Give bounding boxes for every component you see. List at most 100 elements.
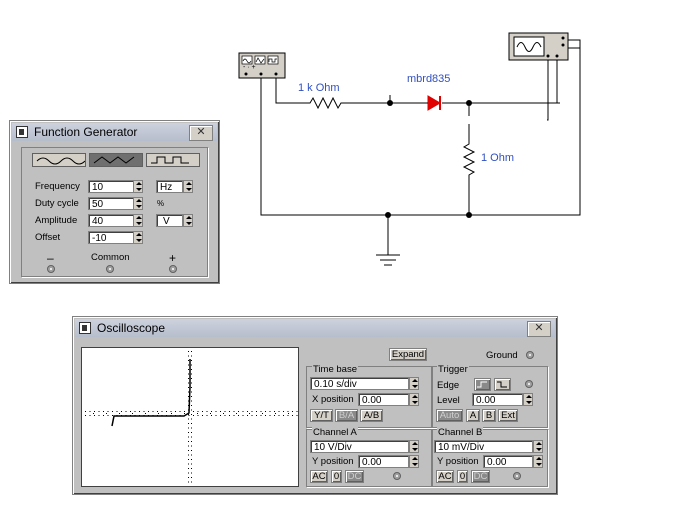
resistor-1ohm-label: 1 Ohm bbox=[481, 152, 515, 164]
amplitude-unit-select[interactable]: V bbox=[156, 214, 183, 227]
trigger-title: Trigger bbox=[437, 364, 469, 375]
level-input[interactable]: 0.00 bbox=[472, 393, 523, 406]
square-wave-button[interactable] bbox=[146, 153, 200, 167]
edge-label: Edge bbox=[437, 380, 460, 391]
duty-cycle-label: Duty cycle bbox=[35, 198, 79, 209]
function-generator-icon bbox=[238, 52, 286, 79]
square-wave-icon bbox=[151, 156, 189, 164]
minus-terminal-label: – bbox=[47, 251, 54, 265]
channel-b-terminal[interactable] bbox=[513, 472, 521, 480]
channel-b-y-position-label: Y position bbox=[437, 456, 479, 467]
close-button[interactable]: ✕ bbox=[527, 321, 551, 337]
ground-terminal[interactable] bbox=[526, 351, 534, 359]
function-generator-panel bbox=[21, 147, 208, 277]
channel-b-title: Channel B bbox=[437, 427, 484, 438]
close-button[interactable]: ✕ bbox=[189, 125, 213, 141]
duty-cycle-spinner[interactable] bbox=[133, 197, 143, 210]
diode-label: mbrd835 bbox=[407, 73, 451, 85]
ba-mode-button[interactable]: B/A bbox=[335, 409, 358, 422]
falling-edge-button[interactable] bbox=[494, 378, 511, 391]
plus-terminal-label: + bbox=[169, 251, 177, 265]
channel-b-y-position-spinner[interactable] bbox=[533, 455, 543, 468]
channel-b-scale-input[interactable]: 10 mV/Div bbox=[434, 440, 533, 453]
resistor-1k bbox=[305, 96, 346, 110]
channel-b-y-position-input[interactable]: 0.00 bbox=[483, 455, 533, 468]
channel-a-zero-button[interactable]: 0 bbox=[331, 470, 342, 483]
x-position-spinner[interactable] bbox=[409, 393, 419, 406]
falling-edge-icon bbox=[497, 381, 507, 388]
trace-line bbox=[111, 359, 191, 427]
trigger-a-button[interactable]: A bbox=[466, 409, 480, 422]
channel-b-zero-button[interactable]: 0 bbox=[457, 470, 468, 483]
frequency-unit-select[interactable]: Hz bbox=[156, 180, 183, 193]
function-generator-titlebar[interactable]: Function Generator ✕ bbox=[12, 123, 217, 141]
duty-cycle-input[interactable]: 50 bbox=[88, 197, 134, 210]
oscilloscope-icon bbox=[508, 32, 569, 61]
function-generator-window: Function Generator ✕ bbox=[9, 120, 220, 284]
channel-a-title: Channel A bbox=[312, 427, 358, 438]
time-base-spinner[interactable] bbox=[409, 377, 419, 390]
resistor-1ohm bbox=[462, 140, 476, 180]
level-label: Level bbox=[437, 395, 460, 406]
yt-mode-button[interactable]: Y/T bbox=[310, 409, 333, 422]
fg-terminals-label: - · + bbox=[243, 64, 256, 71]
frequency-unit-spinner[interactable] bbox=[183, 180, 193, 193]
common-terminal-label: Common bbox=[91, 252, 130, 263]
frequency-label: Frequency bbox=[35, 181, 80, 192]
frequency-input[interactable]: 10 bbox=[88, 180, 134, 193]
amplitude-label: Amplitude bbox=[35, 215, 78, 226]
window-system-icon[interactable] bbox=[79, 322, 91, 334]
channel-a-scale-input[interactable]: 10 V/Div bbox=[310, 440, 409, 453]
amplitude-input[interactable]: 40 bbox=[88, 214, 134, 227]
resistor-1k-label: 1 k Ohm bbox=[298, 82, 340, 94]
channel-a-dc-button[interactable]: DC bbox=[345, 470, 364, 483]
function-generator-title: Function Generator bbox=[34, 125, 138, 139]
time-base-group bbox=[306, 366, 432, 428]
level-spinner[interactable] bbox=[523, 393, 533, 406]
offset-spinner[interactable] bbox=[133, 231, 143, 244]
circuit-schematic bbox=[238, 32, 581, 266]
trigger-terminal[interactable] bbox=[525, 380, 533, 388]
trigger-group bbox=[432, 366, 548, 428]
x-position-label: X position bbox=[312, 394, 354, 405]
sine-wave-button[interactable] bbox=[32, 153, 86, 167]
amplitude-unit-spinner[interactable] bbox=[183, 214, 193, 227]
frequency-spinner[interactable] bbox=[133, 180, 143, 193]
ground-label: Ground bbox=[486, 350, 518, 361]
amplitude-spinner[interactable] bbox=[133, 214, 143, 227]
offset-input[interactable]: -10 bbox=[88, 231, 134, 244]
channel-a-terminal[interactable] bbox=[393, 472, 401, 480]
minus-terminal[interactable] bbox=[47, 265, 55, 273]
trigger-ext-button[interactable]: Ext bbox=[498, 409, 518, 422]
diode-mbrd835 bbox=[427, 95, 441, 111]
channel-b-dc-button[interactable]: DC bbox=[471, 470, 490, 483]
offset-label: Offset bbox=[35, 232, 61, 243]
sine-wave-icon bbox=[36, 157, 86, 165]
channel-b-group bbox=[432, 429, 548, 487]
channel-b-scale-spinner[interactable] bbox=[533, 440, 543, 453]
channel-a-scale-spinner[interactable] bbox=[409, 440, 419, 453]
triangle-wave-button[interactable] bbox=[89, 153, 143, 167]
triangle-wave-icon bbox=[93, 156, 135, 164]
oscilloscope-screen bbox=[81, 347, 299, 487]
expand-button[interactable]: Expand bbox=[389, 348, 427, 361]
channel-a-y-position-spinner[interactable] bbox=[409, 455, 419, 468]
oscilloscope-titlebar[interactable]: Oscilloscope ✕ bbox=[75, 319, 555, 337]
trigger-b-button[interactable]: B bbox=[482, 409, 496, 422]
channel-a-y-position-input[interactable]: 0.00 bbox=[358, 455, 409, 468]
duty-cycle-unit: % bbox=[157, 199, 165, 208]
trigger-auto-button[interactable]: Auto bbox=[436, 409, 463, 422]
window-system-icon[interactable] bbox=[16, 126, 28, 138]
ab-mode-button[interactable]: A/B bbox=[360, 409, 383, 422]
channel-b-ac-button[interactable]: AC bbox=[436, 470, 454, 483]
oscilloscope-title: Oscilloscope bbox=[97, 321, 166, 335]
channel-a-group bbox=[306, 429, 432, 487]
time-base-input[interactable]: 0.10 s/div bbox=[310, 377, 409, 390]
rising-edge-icon bbox=[477, 381, 487, 388]
plus-terminal[interactable] bbox=[169, 265, 177, 273]
common-terminal[interactable] bbox=[106, 265, 114, 273]
channel-a-ac-button[interactable]: AC bbox=[310, 470, 328, 483]
x-position-input[interactable]: 0.00 bbox=[358, 393, 409, 406]
time-base-title: Time base bbox=[312, 364, 358, 375]
rising-edge-button[interactable] bbox=[474, 378, 491, 391]
